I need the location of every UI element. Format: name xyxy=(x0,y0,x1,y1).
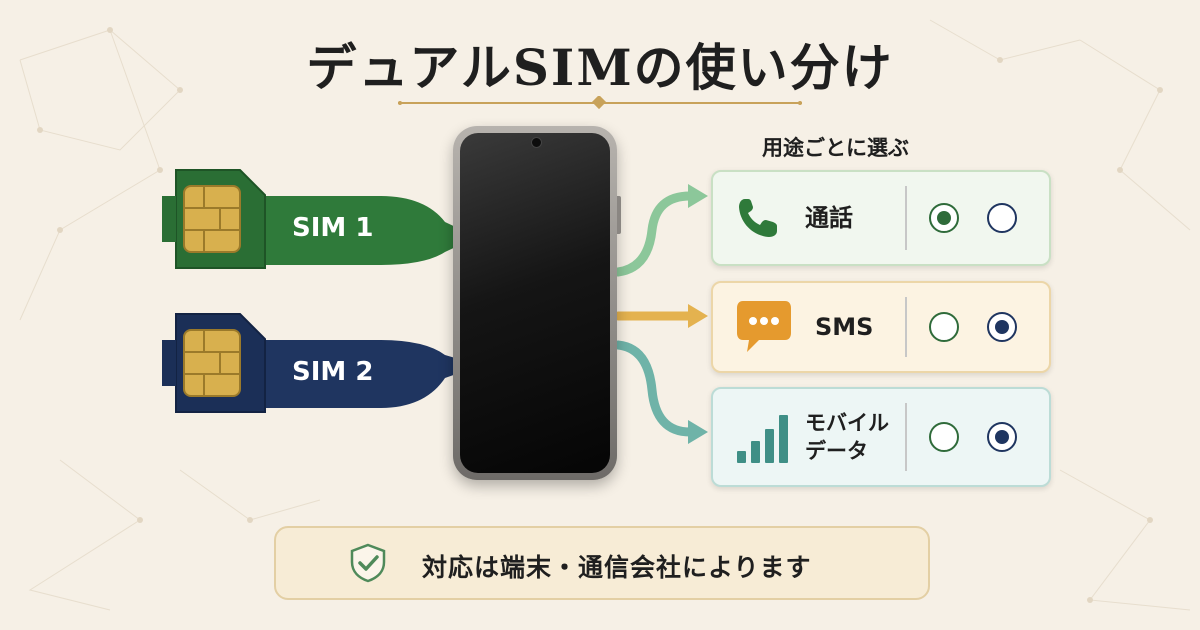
radio-data-sim1[interactable] xyxy=(929,422,959,452)
arrow-head-data xyxy=(688,420,708,444)
phone-screen xyxy=(460,133,610,473)
radio-selected-dot xyxy=(995,320,1009,334)
card-divider xyxy=(905,297,907,357)
front-camera-icon xyxy=(531,137,542,148)
card-divider xyxy=(905,403,907,471)
arrow-to-call xyxy=(613,191,695,277)
title-divider xyxy=(398,96,802,110)
sim2-card xyxy=(162,313,266,413)
arrow-head-call xyxy=(688,184,708,208)
usage-label-call: 通話 xyxy=(805,204,853,232)
chat-bubble-icon xyxy=(737,301,791,352)
radio-sms-sim2[interactable] xyxy=(987,312,1017,342)
sim1-card xyxy=(162,169,266,269)
sim2-connector xyxy=(240,340,462,408)
radio-selected-dot xyxy=(937,211,951,225)
note-text: 対応は端末・通信会社によります xyxy=(422,553,812,582)
usage-card-mobile-data: モバイル データ xyxy=(711,387,1051,487)
phone-icon xyxy=(739,199,777,237)
usage-label-mobile-data-line1: モバイル xyxy=(805,411,889,435)
sim2-label: SIM 2 xyxy=(292,357,374,387)
radio-sms-sim1[interactable] xyxy=(929,312,959,342)
radio-selected-dot xyxy=(995,430,1009,444)
usage-card-sms: SMS xyxy=(711,281,1051,373)
radio-data-sim2[interactable] xyxy=(987,422,1017,452)
smartphone xyxy=(453,126,621,480)
radio-call-sim2[interactable] xyxy=(987,203,1017,233)
sim1-connector xyxy=(240,196,462,265)
usage-heading: 用途ごとに選ぶ xyxy=(762,136,909,160)
usage-label-mobile-data-line2: データ xyxy=(805,439,868,463)
sim1-label: SIM 1 xyxy=(292,213,374,243)
signal-bars-icon xyxy=(737,415,788,463)
usage-label-mobile-data: モバイル データ xyxy=(805,409,889,465)
usage-label-sms: SMS xyxy=(815,313,874,341)
radio-call-sim1[interactable] xyxy=(929,203,959,233)
page-title: デュアルSIMの使い分け xyxy=(306,38,894,97)
arrow-to-data xyxy=(613,340,695,437)
shield-check-icon xyxy=(350,543,386,583)
compatibility-note: 対応は端末・通信会社によります xyxy=(274,526,930,600)
card-divider xyxy=(905,186,907,250)
side-button xyxy=(617,196,621,234)
arrow-head-sms xyxy=(688,304,708,328)
usage-card-call: 通話 xyxy=(711,170,1051,266)
